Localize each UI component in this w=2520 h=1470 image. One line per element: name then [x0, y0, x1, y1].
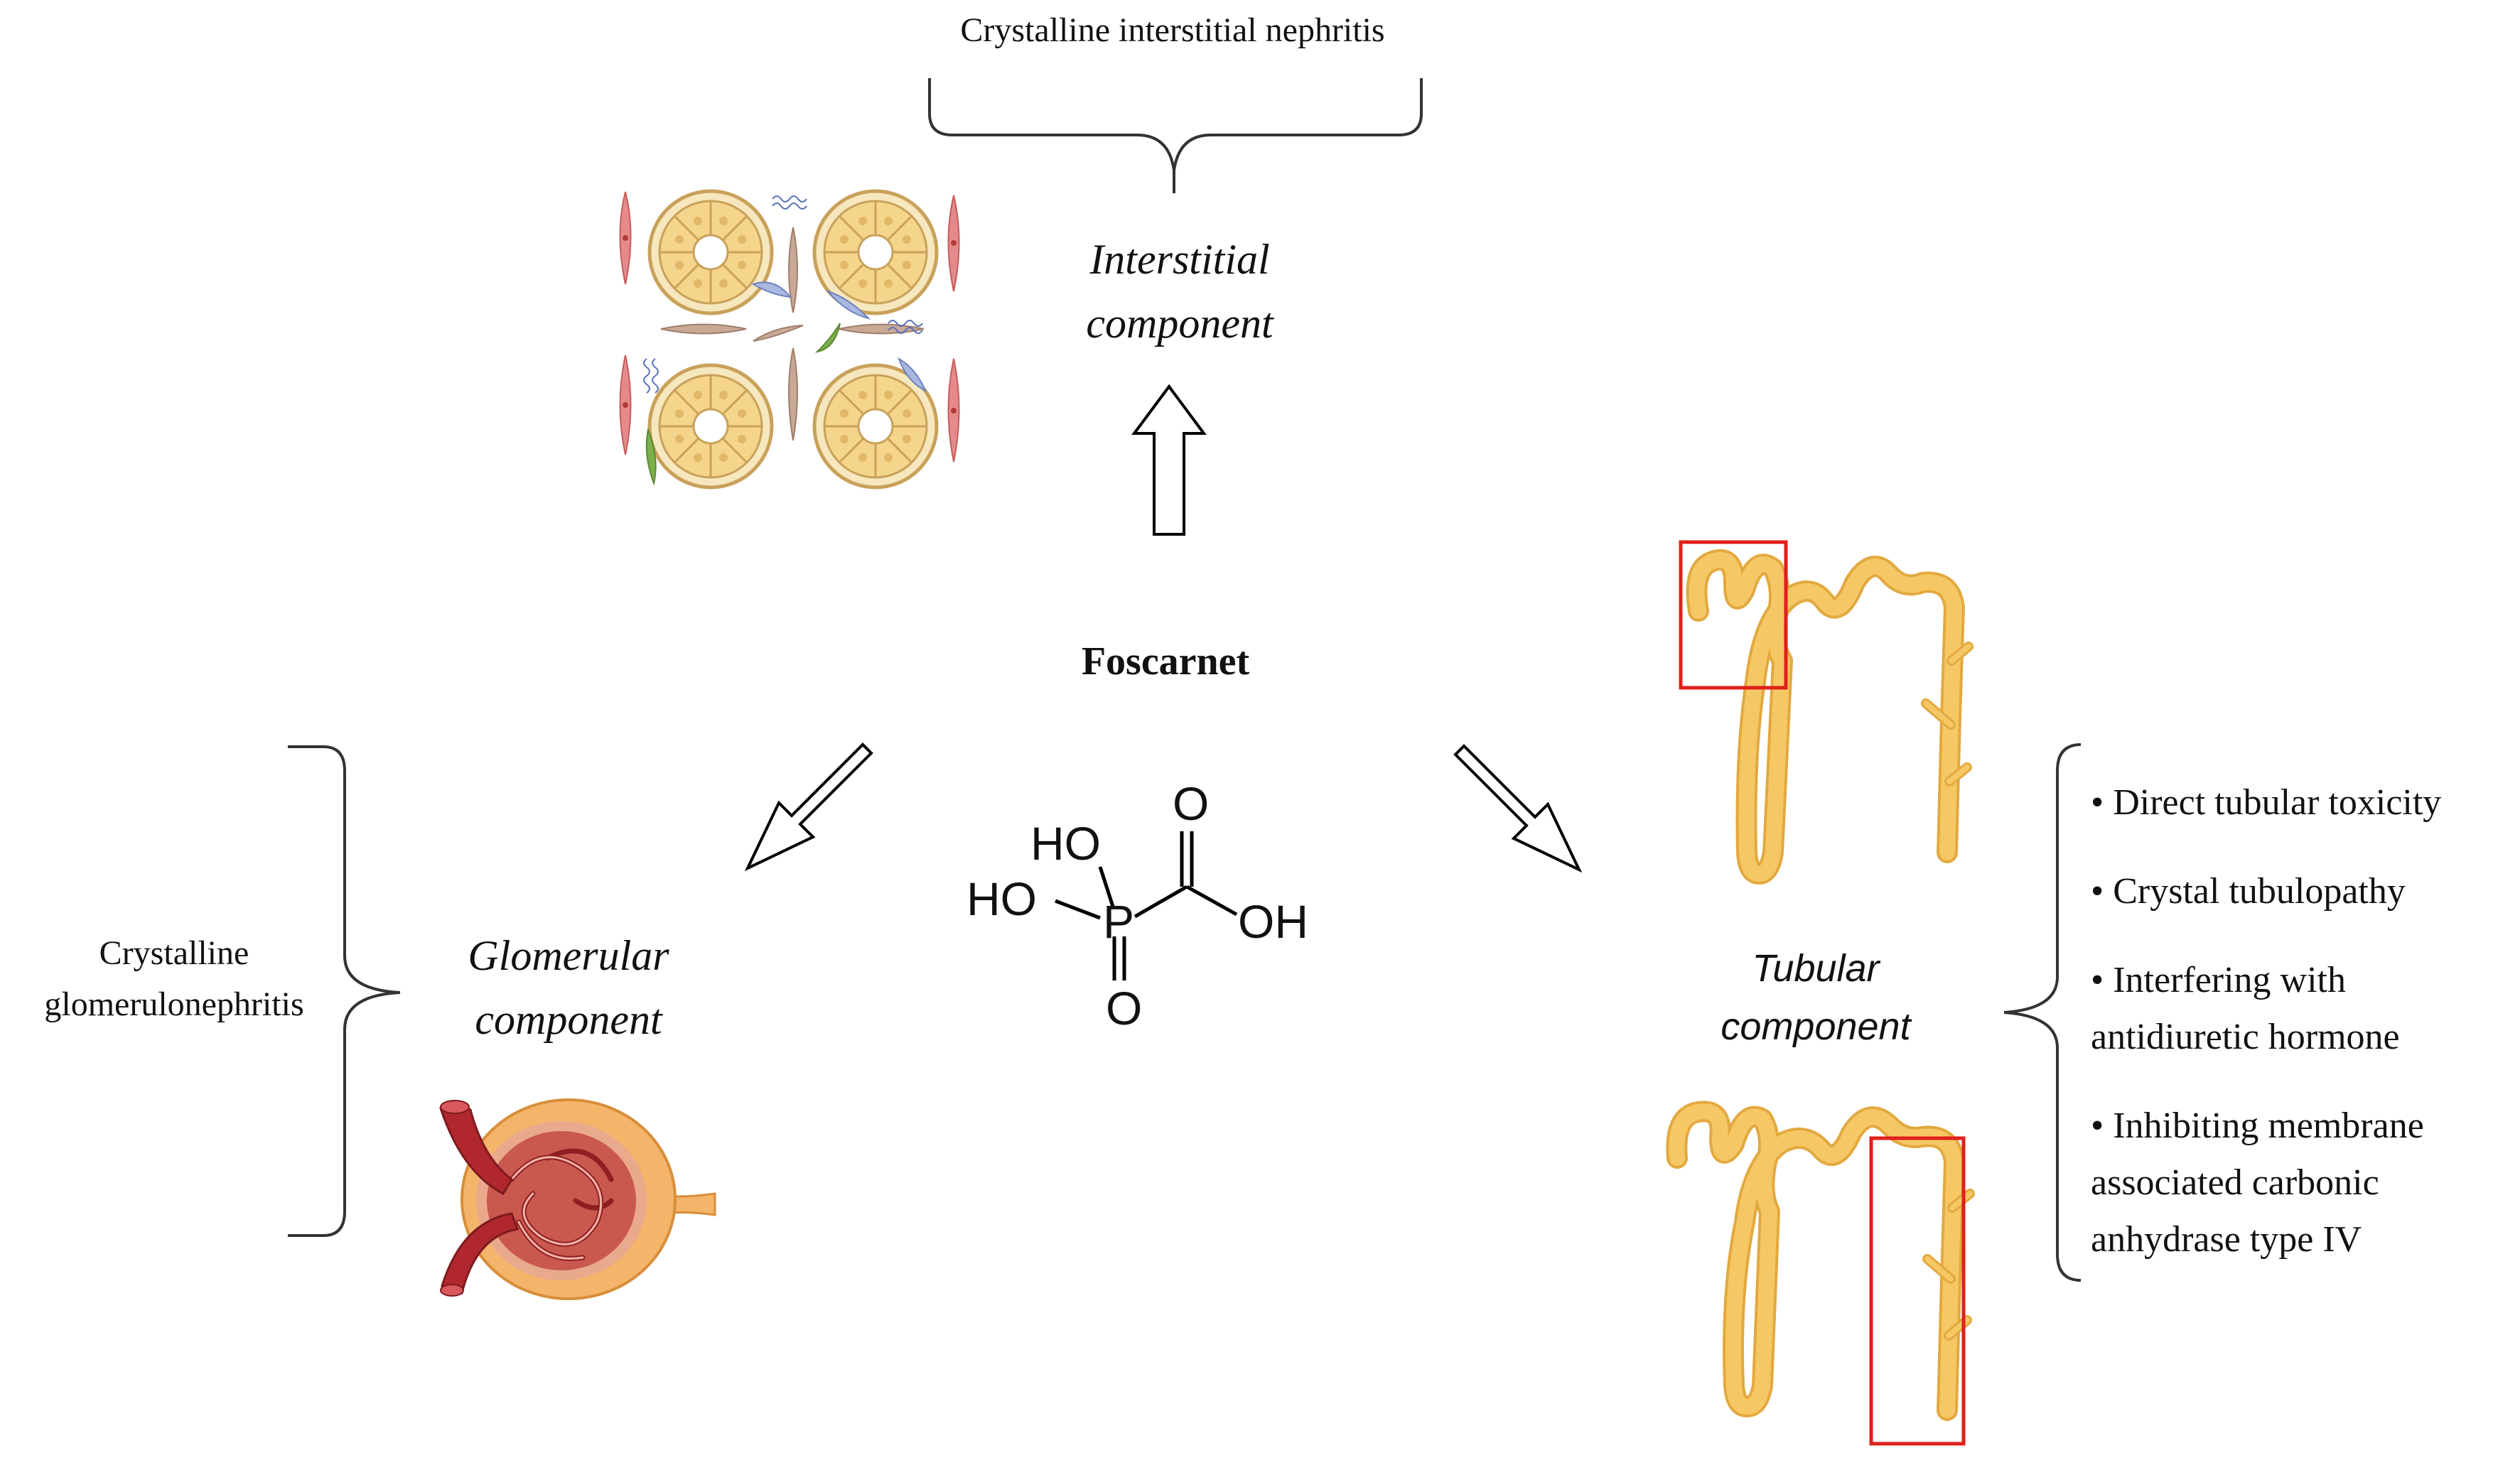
molecule-bonds — [1055, 831, 1238, 980]
glomerulus-illustration — [439, 1098, 716, 1300]
atom-oh-right: OH — [1238, 895, 1308, 948]
bullet-item-1: • Direct tubular toxicity — [2091, 782, 2442, 823]
glomerular-title-line1: Crystalline — [99, 934, 249, 972]
glomerular-bracket — [288, 745, 401, 1237]
bullet-item-3: • Interfering with antidiuretic hormone — [2091, 952, 2510, 1066]
glomerular-title: Crystalline glomerulonephritis — [14, 928, 334, 1030]
tubular-component-label: Tubular component — [1706, 939, 1926, 1056]
atom-ho-top: HO — [1030, 817, 1101, 870]
bullet-item-3-line1: Interfering with — [2113, 960, 2346, 1000]
highlight-box-collecting — [1869, 1136, 1966, 1446]
bullet-item-4-line2: associated carbonic — [2091, 1162, 2379, 1203]
bullet-item-2: • Crystal tubulopathy — [2091, 871, 2406, 912]
interstitial-bracket — [928, 78, 1423, 193]
bullet-item-4-line1: Inhibiting membrane — [2113, 1106, 2424, 1146]
arrow-down-left-icon — [744, 742, 873, 872]
tubular-component-line2: component — [1721, 1005, 1911, 1048]
glomerular-component-label: Glomerular component — [398, 924, 739, 1052]
atom-o-bottom: O — [1106, 982, 1143, 1034]
tubular-component-line1: Tubular — [1752, 947, 1880, 990]
bullet-item-3-line2: antidiuretic hormone — [2091, 1017, 2400, 1057]
glomerular-component-line1: Glomerular — [468, 932, 669, 979]
bullet-item-2-line1: Crystal tubulopathy — [2113, 871, 2406, 912]
interstitial-component-label: Interstitial component — [995, 227, 1364, 355]
interstitial-component-line1: Interstitial — [1089, 236, 1270, 283]
foscarnet-structure: HO HO P O OH O — [966, 767, 1336, 1052]
bullet-item-1-line1: Direct tubular toxicity — [2113, 782, 2442, 823]
arrow-up-icon — [1131, 384, 1207, 536]
nephron-top-illustration — [1679, 540, 1974, 885]
bullet-item-4-line3: anhydrase type IV — [2091, 1219, 2362, 1260]
highlight-box-proximal — [1679, 540, 1788, 690]
bullet-item-4: • Inhibiting membrane associated carboni… — [2091, 1098, 2510, 1268]
nephron-bottom-illustration — [1666, 1101, 1975, 1446]
glomerular-component-line2: component — [475, 996, 662, 1043]
atom-ho-left: HO — [966, 872, 1037, 925]
atom-o-top: O — [1173, 777, 1210, 830]
arrow-down-right-icon — [1453, 744, 1583, 873]
interstitial-title: Crystalline interstitial nephritis — [960, 11, 1385, 49]
tubular-mechanism-list: • Direct tubular toxicity • Crystal tubu… — [2091, 774, 2510, 1268]
interstitial-component-line2: component — [1086, 300, 1274, 347]
drug-name: Foscarnet — [1081, 639, 1250, 683]
glomerular-title-line2: glomerulonephritis — [44, 985, 304, 1023]
tubular-bracket — [2003, 743, 2082, 1282]
interstitial-tissue-illustration — [619, 178, 960, 504]
atom-p: P — [1103, 895, 1135, 948]
